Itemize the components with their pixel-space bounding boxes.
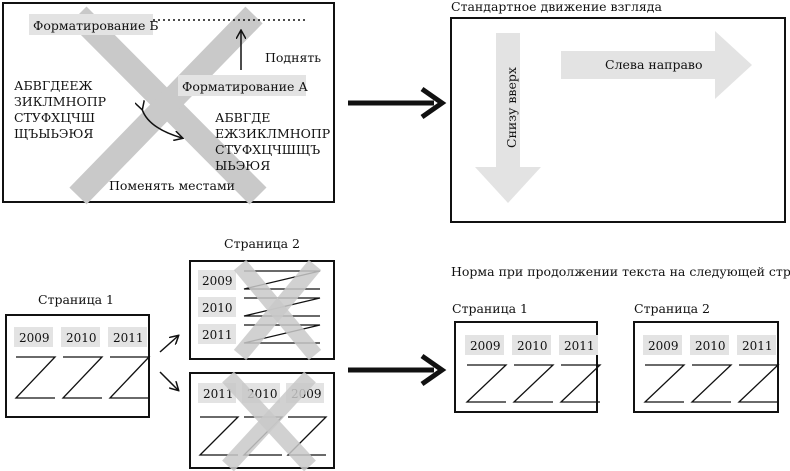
correct-continuation-title: Норма при продолжении текста на следующе… — [451, 264, 790, 279]
year-cell — [198, 270, 236, 290]
year-label: 2011 — [202, 328, 233, 342]
z-reading-mark — [108, 356, 151, 399]
z-reading-mark — [512, 364, 555, 403]
zigzag-line — [243, 270, 321, 290]
year-cell — [61, 327, 100, 347]
alphabet-right-line-2: ЕЖЗИКЛМНОПР — [215, 126, 330, 141]
z-reading-mark — [465, 364, 508, 403]
year-label: 2011 — [203, 387, 234, 401]
page2-label-right: Страница 2 — [634, 301, 710, 316]
arrow-to-page2-top — [159, 336, 178, 353]
z-reading-mark — [737, 364, 780, 403]
page2-top-cross-2 — [233, 259, 322, 361]
z-reading-mark — [643, 364, 686, 403]
year-cell — [198, 383, 236, 403]
raise-label: Поднять — [265, 50, 321, 65]
year-label: 2010 — [66, 331, 97, 345]
eye-movement-title: Стандартное движение взгляда — [451, 0, 662, 14]
bottom-up-arrow — [475, 33, 541, 203]
page1-years-right: 2009 2010 2011 — [465, 335, 602, 403]
year-label: 2009 — [470, 339, 501, 353]
alphabet-left-line-3: СТУФХЦЧШ — [14, 110, 95, 125]
correct-continuation-group: Норма при продолжении текста на следующе… — [451, 264, 790, 413]
page2-bottom-cross-2 — [222, 371, 316, 471]
year-cell — [14, 327, 53, 347]
bottom-up-label: Снизу вверх — [504, 67, 519, 148]
z-reading-mark — [61, 356, 104, 399]
swap-label: Поменять местами — [109, 178, 235, 193]
year-label: 2010 — [695, 339, 726, 353]
z-reading-mark — [559, 364, 602, 403]
format-a-label: Форматирование А — [182, 79, 308, 94]
year-cell — [690, 335, 729, 355]
format-a-box — [178, 75, 306, 96]
page1-years-left: 2009 2010 2011 — [14, 327, 151, 399]
alphabet-right-line-3: СТУФХЦЧШЩЪ — [215, 142, 320, 157]
format-b-box — [29, 14, 153, 35]
year-label: 2009 — [202, 274, 233, 288]
year-cell — [559, 335, 598, 355]
year-cell — [198, 297, 236, 317]
year-cell — [108, 327, 147, 347]
year-cell — [198, 324, 236, 344]
page1-label-right: Страница 1 — [452, 301, 528, 316]
year-label: 2010 — [517, 339, 548, 353]
page2-years-right: 2009 2010 2011 — [643, 335, 780, 403]
arrow-to-page2-bottom — [159, 371, 178, 390]
alphabet-right-line-4: ЫЬЭЮЯ — [215, 158, 270, 173]
bottom-transition-arrow — [348, 353, 447, 387]
year-label: 2011 — [564, 339, 595, 353]
year-label: 2011 — [113, 331, 144, 345]
page2-label-left: Страница 2 — [224, 236, 300, 251]
page2-top-content: 2009 2010 2011 — [198, 270, 321, 344]
year-cell — [512, 335, 551, 355]
year-cell — [643, 335, 682, 355]
alphabet-right-line-1: АБВГДЕ — [215, 110, 270, 125]
eye-movement-panel: Стандартное движение взгляда Слева напра… — [450, 0, 786, 223]
year-label: 2009 — [648, 339, 679, 353]
left-to-right-arrow — [561, 31, 752, 99]
page1-label-left: Страница 1 — [38, 292, 114, 307]
alphabet-left-line-2: ЗИКЛМНОПР — [14, 94, 106, 109]
year-cell — [465, 335, 504, 355]
year-label: 2011 — [742, 339, 773, 353]
year-label: 2010 — [202, 301, 233, 315]
swap-arrow — [142, 109, 182, 138]
alphabet-left-line-4: ЩЪЫЬЭЮЯ — [14, 126, 94, 141]
z-reading-mark — [198, 416, 240, 456]
alphabet-left-line-1: АБВГДЕЕЖ — [14, 78, 93, 93]
z-reading-mark — [14, 356, 57, 399]
z-reading-mark — [690, 364, 733, 403]
year-cell — [737, 335, 776, 355]
formatting-panel: Форматирование Б Поднять Форматирование … — [2, 2, 335, 205]
format-b-label: Форматирование Б — [33, 18, 159, 33]
top-transition-arrow — [348, 86, 447, 120]
year-label: 2009 — [19, 331, 50, 345]
left-to-right-label: Слева направо — [605, 57, 703, 72]
